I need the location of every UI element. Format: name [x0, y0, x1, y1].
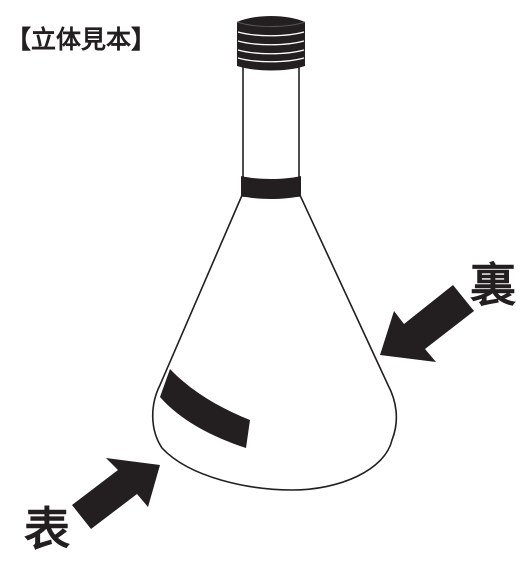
- arrow-to-back: [380, 285, 474, 362]
- arrow-to-front: [72, 458, 160, 529]
- page-title: 【立体見本】: [6, 25, 157, 54]
- back-label: 裏: [470, 258, 516, 312]
- front-label-stripe: [160, 369, 250, 448]
- shoulder-band: [241, 176, 301, 199]
- front-label: 表: [24, 502, 70, 556]
- bottle-body: [151, 192, 398, 491]
- bottle-neck: [242, 63, 300, 197]
- bottle-cap: [236, 16, 306, 71]
